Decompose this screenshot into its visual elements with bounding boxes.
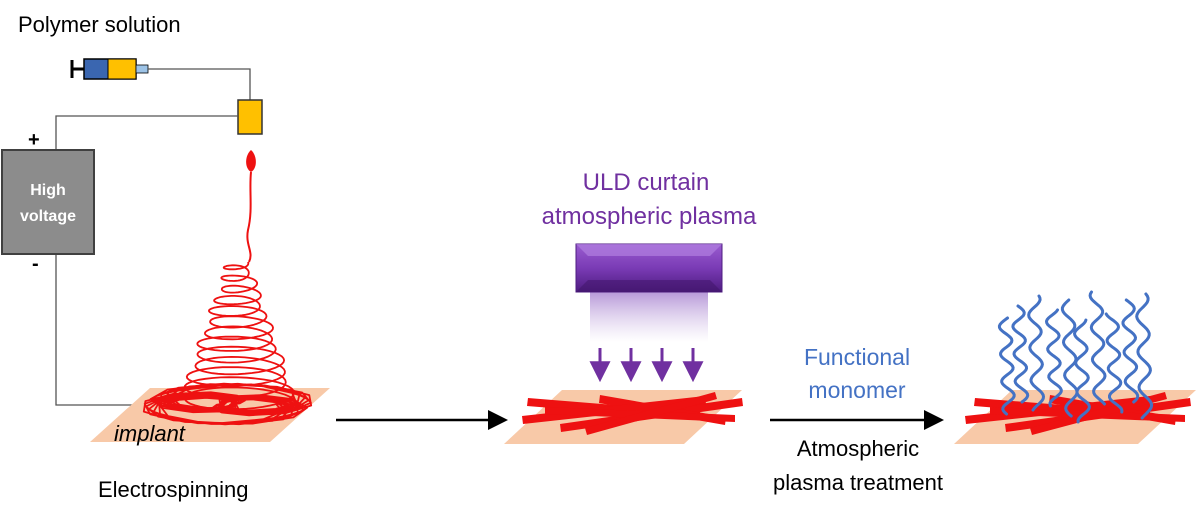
plasma-arrows bbox=[589, 348, 704, 383]
monomer-chain bbox=[1121, 298, 1140, 404]
nozzle-icon bbox=[237, 99, 263, 135]
label-monomer: monomer bbox=[808, 377, 905, 403]
label-implant: implant bbox=[114, 421, 186, 446]
monomer-chain bbox=[1060, 298, 1079, 418]
label-functional: Functional bbox=[804, 344, 910, 370]
monomer-chain bbox=[1088, 290, 1107, 406]
polymer-jet bbox=[142, 150, 313, 426]
label-uld-line2: atmospheric plasma bbox=[542, 203, 757, 230]
monomer-chain bbox=[1072, 318, 1091, 424]
high-voltage-box bbox=[1, 149, 95, 255]
monomer-chain bbox=[997, 316, 1016, 416]
monomer-chain bbox=[1044, 308, 1063, 408]
fiber-mat-2 bbox=[522, 392, 743, 435]
wire-positive bbox=[55, 115, 238, 150]
plasma-source-icon bbox=[575, 243, 723, 342]
label-uld-line1: ULD curtain bbox=[583, 169, 710, 196]
monomer-chain bbox=[1011, 304, 1030, 404]
label-atmospheric: Atmospheric bbox=[797, 436, 919, 461]
monomer-chain bbox=[1027, 294, 1046, 412]
wire-negative bbox=[55, 254, 150, 406]
monomer-chains bbox=[997, 290, 1154, 424]
label-voltage: voltage bbox=[20, 208, 76, 225]
fiber-mat-3 bbox=[965, 392, 1191, 435]
label-minus: - bbox=[32, 253, 39, 275]
label-plasma-treatment: plasma treatment bbox=[773, 470, 943, 495]
label-plus: + bbox=[28, 129, 40, 151]
fiber-spiral bbox=[142, 261, 313, 426]
tubing bbox=[148, 68, 251, 100]
label-polymer-solution: Polymer solution bbox=[18, 12, 181, 37]
monomer-chain bbox=[1135, 292, 1154, 420]
syringe-icon bbox=[70, 58, 149, 80]
label-electrospinning: Electrospinning bbox=[98, 477, 248, 502]
label-high: High bbox=[30, 182, 66, 199]
monomer-chain bbox=[1104, 312, 1124, 414]
